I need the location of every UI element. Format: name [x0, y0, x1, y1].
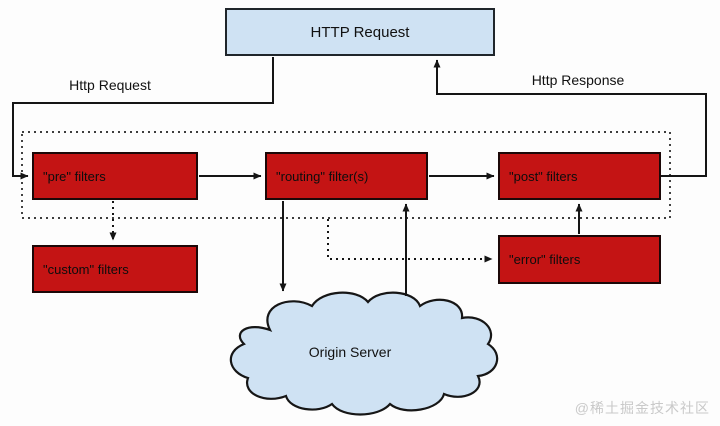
http-request-edge-label: Http Request: [69, 77, 151, 93]
cloud-shape: [229, 291, 499, 416]
response-flow-line: [433, 59, 707, 177]
routing-filters-box: "routing" filter(s): [265, 152, 428, 200]
error-filters-label: "error" filters: [509, 252, 581, 267]
routing-filters-label: "routing" filter(s): [276, 168, 369, 184]
http-request-box: HTTP Request: [225, 8, 495, 56]
origin-server-cloud-label: Origin Server: [308, 344, 392, 360]
http-request-box-label: HTTP Request: [310, 23, 410, 41]
custom-filters-box: "custom" filters: [32, 245, 198, 293]
watermark: @稀土掘金技术社区: [574, 400, 710, 416]
pre-filters-box: "pre" filters: [32, 152, 198, 200]
request-flow-line: [12, 57, 274, 180]
dotted-arrow-to-error: [327, 219, 493, 263]
pre-filters-label: "pre" filters: [43, 168, 106, 184]
post-filters-box: "post" filters: [498, 152, 661, 200]
post-filters-label: "post" filters: [509, 168, 578, 184]
custom-filters-label: "custom" filters: [43, 261, 129, 277]
http-response-edge-label: Http Response: [531, 72, 625, 88]
error-filters-box: "error" filters: [498, 235, 661, 284]
